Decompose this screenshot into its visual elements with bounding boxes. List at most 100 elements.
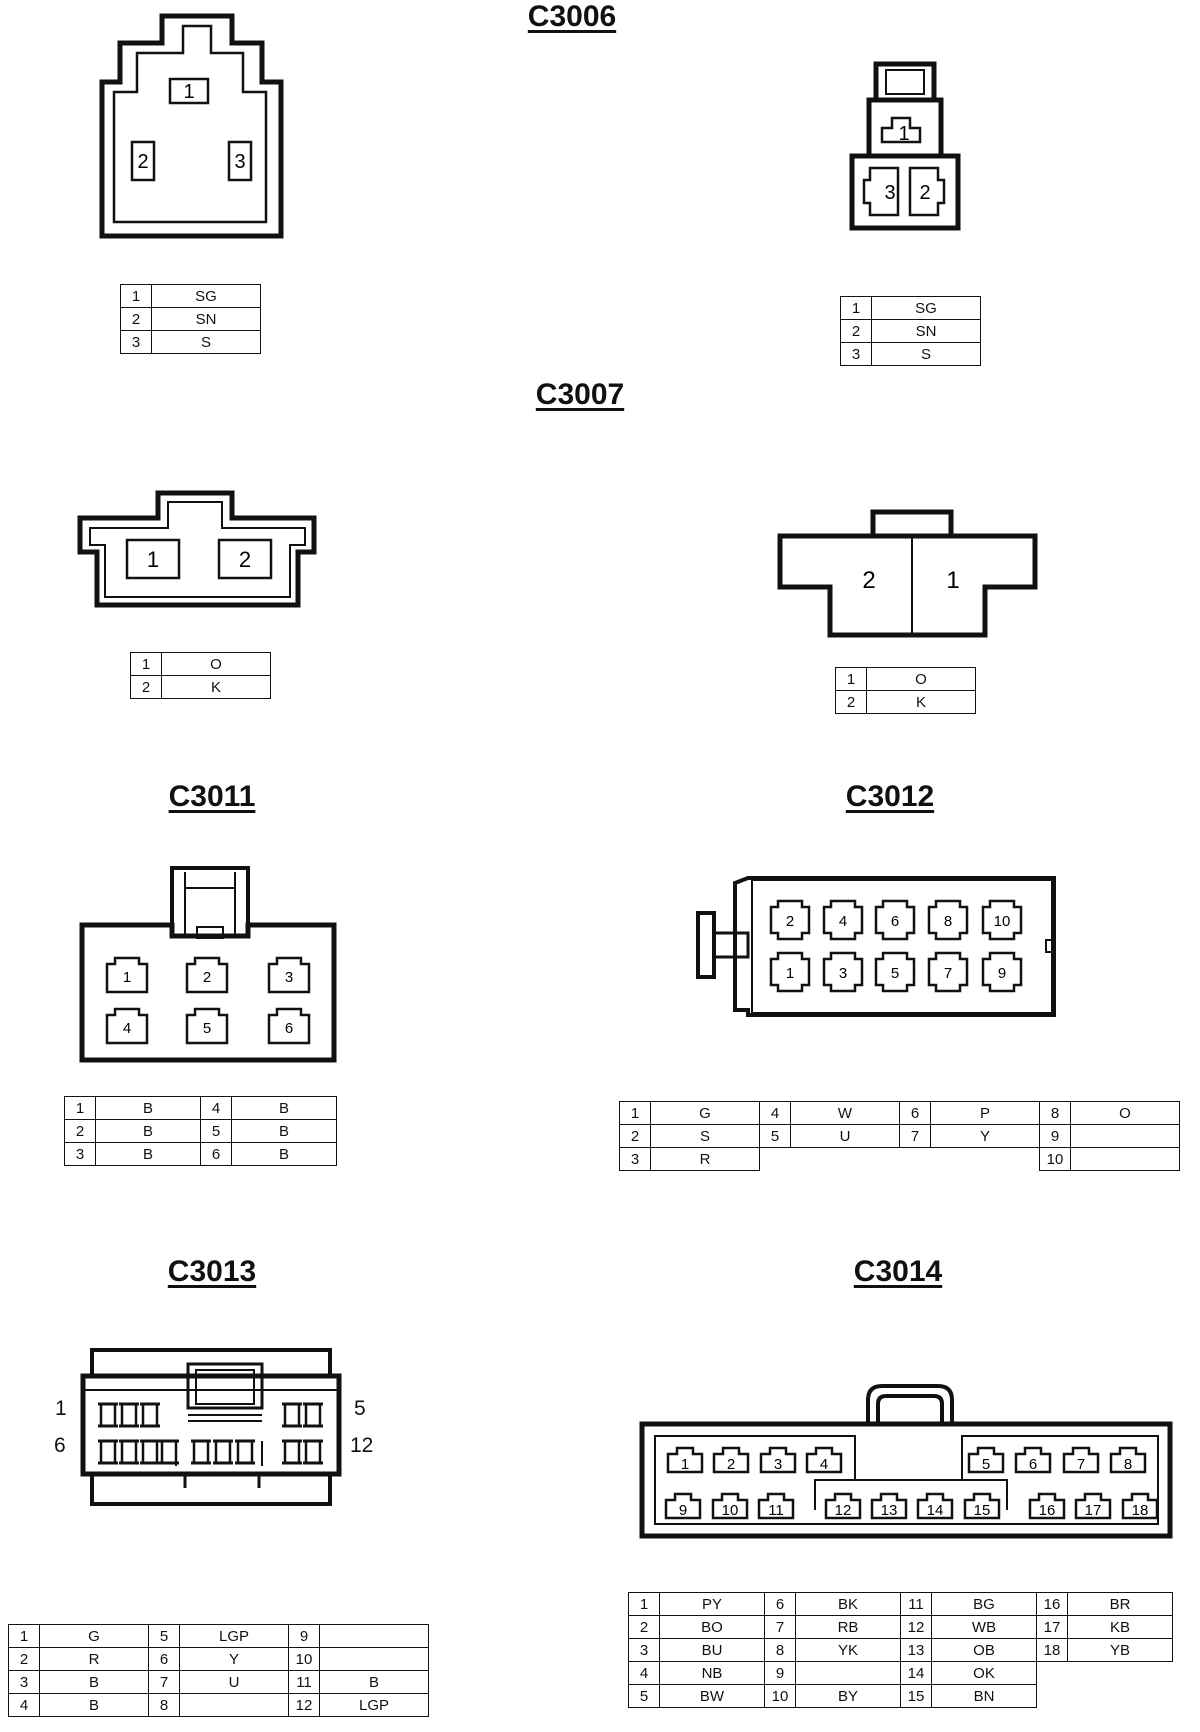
- c3014-pin-15: 15: [974, 1502, 991, 1519]
- c3011-pin-6: 6: [285, 1020, 293, 1037]
- c3014-pin-18: 18: [1132, 1502, 1149, 1519]
- c3014-pin-12: 12: [835, 1502, 852, 1519]
- c3013-pin-slot: [283, 1402, 301, 1428]
- c3011-pin-cavity: [185, 956, 229, 994]
- c3013-pin-slot: [304, 1402, 322, 1428]
- c3012-pin-cavity: [927, 951, 969, 993]
- title-c3011: C3011: [168, 780, 256, 813]
- c3011-pin-5: 5: [203, 1020, 211, 1037]
- c3014-pin-cavity: [1014, 1446, 1052, 1474]
- c3006-left-pin-3: 3: [234, 151, 245, 173]
- c3012-pin-8: 8: [944, 913, 952, 930]
- c3013-pin-slot: [160, 1439, 178, 1465]
- c3012-pin-cavity: [927, 899, 969, 941]
- c3014-pin-cavity: [824, 1492, 862, 1520]
- c3011-pin-3: 3: [285, 969, 293, 986]
- c3013-pin-slot: [99, 1439, 117, 1465]
- c3014-pin-3: 3: [774, 1456, 782, 1473]
- c3014-pin-4: 4: [820, 1456, 828, 1473]
- c3012-pin-cavity: [769, 951, 811, 993]
- c3006-left-pin-2: 2: [137, 151, 148, 173]
- c3014-pin-13: 13: [881, 1502, 898, 1519]
- c3011-pin-2: 2: [203, 969, 211, 986]
- c3014-pin-11: 11: [768, 1502, 784, 1519]
- c3014-pin-cavity: [1121, 1492, 1159, 1520]
- c3012-pin-cavity: [981, 899, 1023, 941]
- c3013-pin-slot: [192, 1439, 210, 1465]
- c3011-pin-cavity: [105, 956, 149, 994]
- c3014-pin-1: 1: [681, 1456, 689, 1473]
- c3014-pin-cavity: [759, 1446, 797, 1474]
- title-c3006: C3006: [527, 0, 617, 33]
- c3013-label-pin-6: 6: [54, 1434, 66, 1457]
- c3012-pin-4: 4: [839, 913, 847, 930]
- c3014-pin-cavity: [757, 1492, 795, 1520]
- c3007-right-pin-1: 1: [946, 567, 959, 594]
- c3014-pin-cavity: [805, 1446, 843, 1474]
- c3014-pin-cavity: [963, 1492, 1001, 1520]
- c3012-pin-cavity: [874, 899, 916, 941]
- c3011-pin-cavity: [185, 1007, 229, 1045]
- c3014-pin-cavity: [712, 1446, 750, 1474]
- c3012-pin-cavity: [822, 899, 864, 941]
- c3014-pin-17: 17: [1085, 1502, 1102, 1519]
- c3014-pin-10: 10: [722, 1502, 739, 1519]
- c3011-pin-1: 1: [123, 969, 131, 986]
- c3012-pin-cavity: [822, 951, 864, 993]
- c3012-pin-cavity: [769, 899, 811, 941]
- c3012-pin-5: 5: [891, 965, 899, 982]
- c3012-pin-6: 6: [891, 913, 899, 930]
- c3014-pin-8: 8: [1124, 1456, 1132, 1473]
- c3014-pin-cavity: [664, 1492, 702, 1520]
- c3014-pin-14: 14: [927, 1502, 944, 1519]
- c3012-pin-cavity: [981, 951, 1023, 993]
- c3014-pin-6: 6: [1029, 1456, 1037, 1473]
- c3012-pin-cavity: [874, 951, 916, 993]
- c3007-left-pin-1: 1: [147, 547, 159, 572]
- c3014-pin-7: 7: [1077, 1456, 1085, 1473]
- c3012-pin-2: 2: [786, 913, 794, 930]
- title-c3014: C3014: [853, 1255, 943, 1288]
- c3014-pin-cavity: [870, 1492, 908, 1520]
- c3012-pin-7: 7: [944, 965, 952, 982]
- c3013-label-pin-12: 12: [350, 1434, 374, 1457]
- c3006-right-pin-3: 3: [884, 182, 895, 204]
- c3012-pin-1: 1: [786, 965, 794, 982]
- c3013-pin-slot: [214, 1439, 232, 1465]
- c3013-pin-slot: [120, 1402, 138, 1428]
- c3012-pin-10: 10: [994, 913, 1011, 930]
- c3013-pin-slot: [283, 1439, 301, 1465]
- c3013-pin-slot: [304, 1439, 322, 1465]
- c3013-pin-slot: [99, 1402, 117, 1428]
- title-c3013: C3013: [167, 1255, 257, 1288]
- title-c3007: C3007: [535, 378, 625, 411]
